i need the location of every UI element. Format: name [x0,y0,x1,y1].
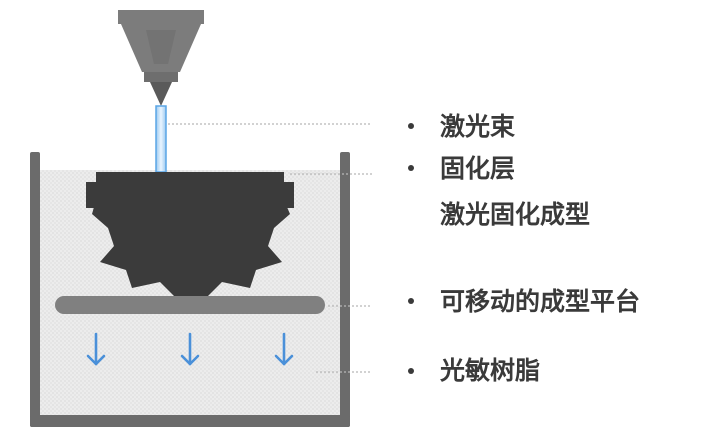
gear-top-tooth-left [86,182,102,208]
down-arrow-icon [86,332,106,366]
nozzle-ring [144,72,178,82]
laser-nozzle [118,10,204,106]
nozzle-inner [146,30,176,64]
tank-left-wall [30,152,40,427]
label-cured-layer: 固化层 [440,154,516,183]
tank-bottom [30,415,350,427]
nozzle-cap [118,10,204,24]
bullet-laser-beam [408,123,414,129]
down-arrow-icon [274,332,294,366]
label-laser-curing: 激光固化成型 [440,200,591,229]
tank-right-wall [340,152,350,427]
down-arrows [86,332,294,366]
leader-lines [168,123,372,373]
nozzle-tip [150,82,172,106]
down-arrow-icon [180,332,200,366]
moving-platform [55,296,325,314]
bullet-cured-layer [408,165,414,171]
label-moving-platform: 可移动的成型平台 [440,287,641,316]
gear-top-tooth-right [278,182,294,208]
tank [30,152,350,427]
laser-beam [155,105,167,173]
gear-cured-part [92,172,290,298]
bullet-moving-platform [408,298,414,304]
label-laser-beam: 激光束 [440,112,516,141]
bullet-resin [408,368,414,374]
label-resin: 光敏树脂 [440,356,541,385]
